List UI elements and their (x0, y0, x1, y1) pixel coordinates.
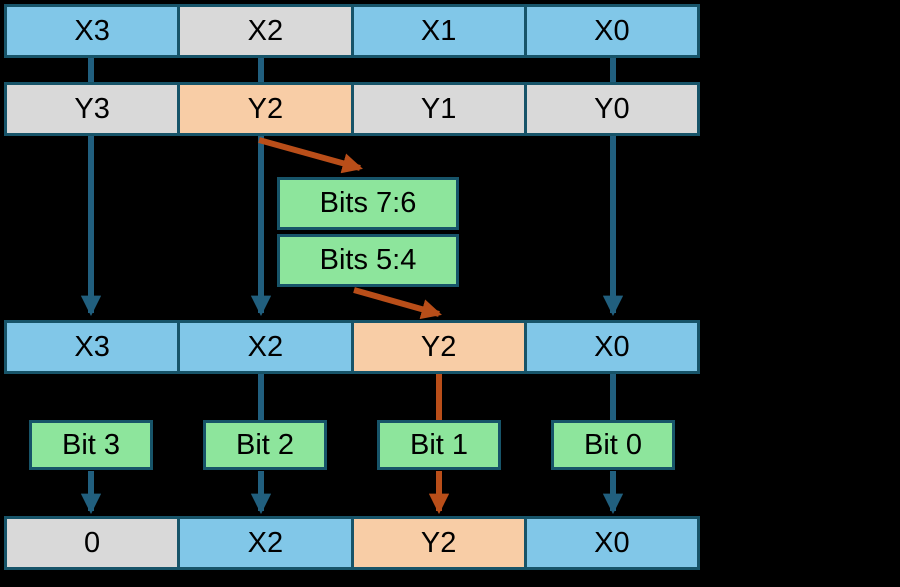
register-row-result: 0 X2 Y2 X0 (4, 516, 700, 570)
cell-result-0: 0 (7, 519, 178, 567)
cell-y2: Y2 (177, 85, 351, 133)
cell-x0: X0 (523, 7, 697, 55)
bits-5-4-box: Bits 5:4 (277, 234, 459, 287)
cell-y3: Y3 (7, 85, 178, 133)
orange-arrow (258, 137, 363, 174)
bit-1-box: Bit 1 (377, 420, 501, 470)
cell-result-y2: Y2 (350, 519, 524, 567)
orange-arrow (353, 287, 442, 320)
cell-x2: X2 (177, 7, 351, 55)
cell-result-x0: X0 (523, 519, 697, 567)
bit-0-box: Bit 0 (551, 420, 675, 470)
cell-x3: X3 (7, 7, 178, 55)
register-row-y: Y3 Y2 Y1 Y0 (4, 82, 700, 136)
bit-2-box: Bit 2 (203, 420, 327, 470)
cell-merged-x2: X2 (177, 323, 351, 371)
register-row-x: X3 X2 X1 X0 (4, 4, 700, 58)
bits-7-6-box: Bits 7:6 (277, 177, 459, 230)
cell-merged-x3: X3 (7, 323, 178, 371)
cell-y1: Y1 (350, 85, 524, 133)
cell-result-x2: X2 (177, 519, 351, 567)
cell-merged-y2: Y2 (350, 323, 524, 371)
bit-3-box: Bit 3 (29, 420, 153, 470)
cell-y0: Y0 (523, 85, 697, 133)
register-row-merged: X3 X2 Y2 X0 (4, 320, 700, 374)
cell-merged-x0: X0 (523, 323, 697, 371)
cell-x1: X1 (350, 7, 524, 55)
